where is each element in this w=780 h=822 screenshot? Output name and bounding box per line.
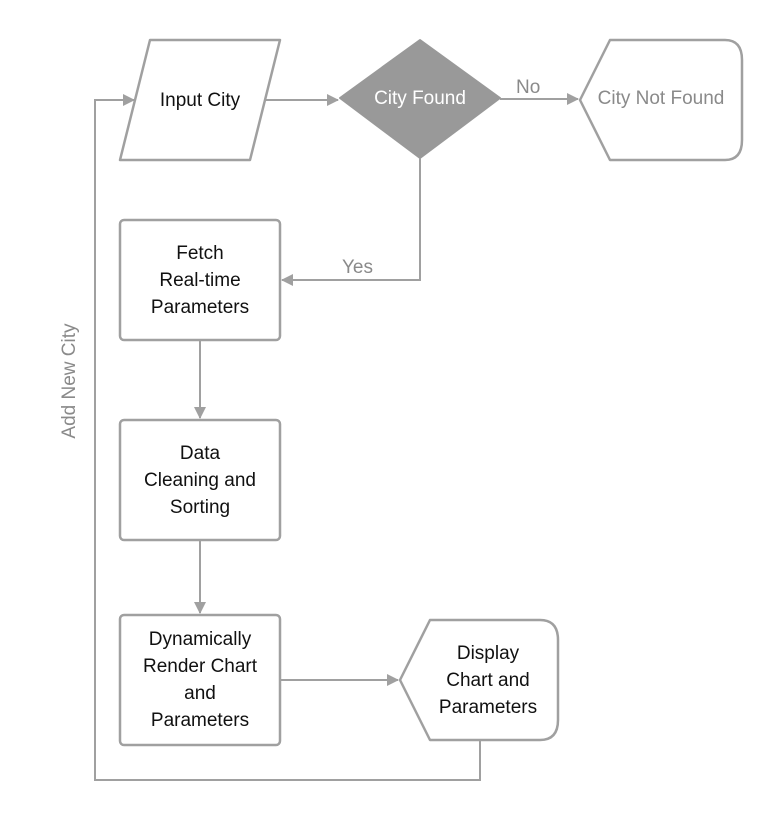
city-found-label: City Found xyxy=(350,80,490,116)
arrow-loop-add-new-city xyxy=(94,94,481,781)
render-line-2: Render Chart xyxy=(142,656,258,677)
render-line-3: and xyxy=(184,683,216,704)
input-city-text: Input City xyxy=(159,89,241,111)
cleaning-line-1: Data xyxy=(179,442,221,464)
display-line-1: Display xyxy=(456,642,520,664)
render-label: Dynamically Render Chart and Parameters xyxy=(120,615,280,745)
cleaning-label: Data Cleaning and Sorting xyxy=(120,420,280,540)
render-line-1: Dynamically xyxy=(148,629,252,650)
display-line-3: Parameters xyxy=(438,696,538,718)
city-found-text: City Found xyxy=(374,87,466,109)
fetch-label: Fetch Real-time Parameters xyxy=(120,220,280,340)
render-line-4: Parameters xyxy=(150,710,250,731)
yes-edge-label: Yes xyxy=(342,257,373,278)
cleaning-line-2: Cleaning and xyxy=(144,469,256,491)
add-new-city-edge-label: Add New City xyxy=(59,323,80,439)
cleaning-line-3: Sorting xyxy=(169,496,231,518)
fetch-line-2: Real-time xyxy=(159,269,241,291)
no-edge-label: No xyxy=(516,77,541,98)
display-line-2: Chart and xyxy=(446,669,530,691)
display-shape xyxy=(398,618,560,742)
arrow-decision-yes xyxy=(281,158,421,286)
input-city-shape xyxy=(118,38,282,162)
city-not-found-display-shape xyxy=(578,38,744,162)
city-not-found-label: City Not Found xyxy=(585,80,737,116)
fetch-line-3: Parameters xyxy=(150,296,250,318)
display-label: Display Chart and Parameters xyxy=(418,620,558,740)
fetch-line-1: Fetch xyxy=(176,242,224,264)
input-city-label: Input City xyxy=(135,80,265,120)
city-not-found-text: City Not Found xyxy=(597,87,725,109)
